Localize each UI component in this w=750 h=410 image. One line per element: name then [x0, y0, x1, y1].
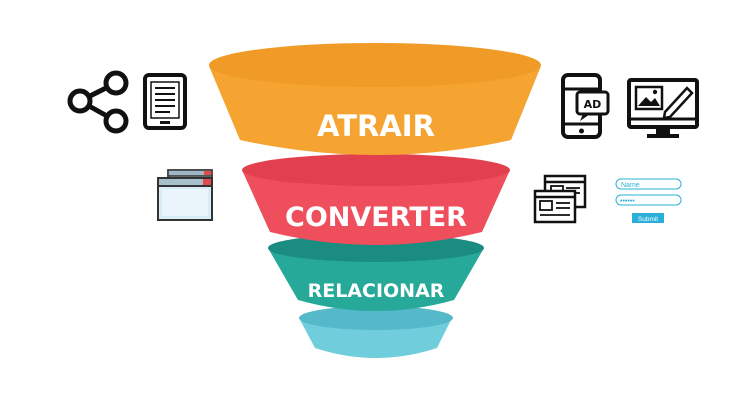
- monitor-edit-icon: [627, 78, 699, 138]
- password-field-mask: ••••••: [620, 198, 635, 205]
- funnel-stage-1: ATRAIR: [209, 43, 541, 155]
- browser-window-icon: [157, 169, 213, 221]
- stage-label-converter: CONVERTER: [285, 202, 467, 233]
- login-form-icon: Name •••••• Submit: [615, 178, 682, 223]
- landing-page-icon: [533, 174, 587, 224]
- ad-badge: AD: [584, 98, 602, 111]
- stage-label-atrair: ATRAIR: [317, 109, 435, 143]
- submit-button-label: Submit: [638, 216, 658, 223]
- share-icon: [67, 70, 129, 134]
- funnel-stage-3: RELACIONAR: [268, 234, 484, 311]
- submit-button[interactable]: [632, 213, 664, 223]
- name-field-placeholder: Name: [621, 182, 640, 189]
- ebook-reader-icon: [143, 73, 187, 130]
- funnel-stage-4: [299, 306, 453, 358]
- password-field[interactable]: [615, 194, 682, 206]
- stage-label-relacionar: RELACIONAR: [308, 280, 445, 302]
- name-field[interactable]: [615, 178, 682, 190]
- phone-ad-icon: AD: [561, 73, 610, 139]
- funnel-stage-2: CONVERTER: [242, 154, 510, 245]
